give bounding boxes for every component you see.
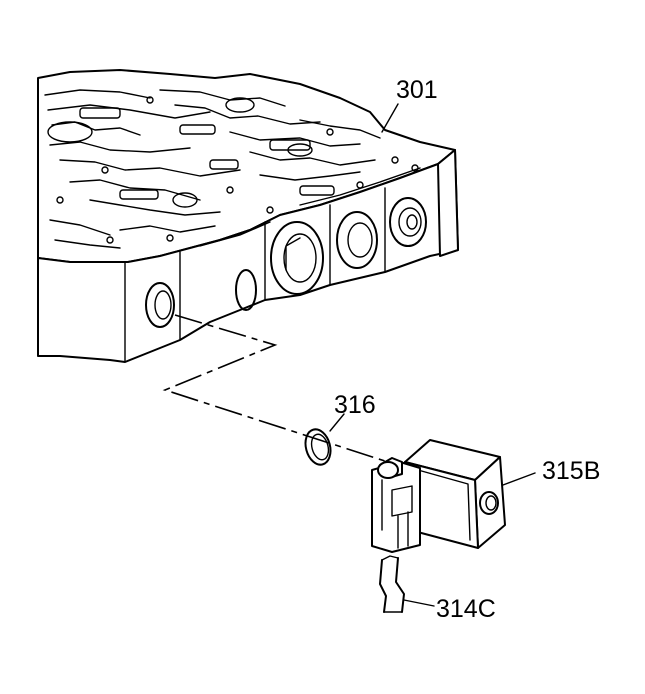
callout-315B: 315B xyxy=(542,457,600,485)
solenoid xyxy=(371,439,506,553)
valve-body-end-face xyxy=(437,149,459,257)
callout-316: 316 xyxy=(334,391,376,419)
retainer-clip xyxy=(379,555,405,613)
valve-body-passages xyxy=(44,89,421,249)
o-ring xyxy=(304,428,332,466)
callout-leader-314C xyxy=(403,599,435,607)
callout-leader-301 xyxy=(381,103,399,133)
callout-leader-315B xyxy=(502,472,536,486)
valve-body-bores xyxy=(145,197,427,328)
assembly-centerline xyxy=(162,314,389,463)
callout-leader-316 xyxy=(329,413,345,432)
callout-314C: 314C xyxy=(436,595,496,623)
valve-body xyxy=(37,69,459,363)
callout-301: 301 xyxy=(396,76,438,104)
